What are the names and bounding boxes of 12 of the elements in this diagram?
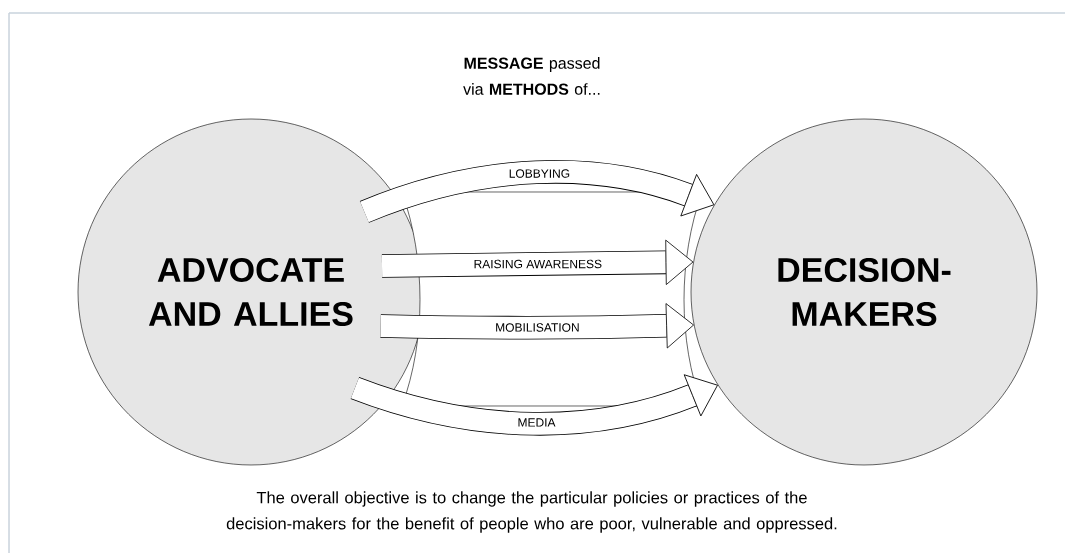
caption: The overall objective is to change the particular policies or practices of the decision-makers for the benefit of people who are poor, vulnerable and oppressed. [226, 491, 837, 533]
edge-label: RAISING AWARENESS [474, 259, 602, 269]
circle-node: ADVOCATE AND ALLIES [77, 118, 425, 466]
block-arrow [380, 303, 694, 349]
heading: MESSAGE passed via METHODS of... [463, 57, 600, 95]
block-arrow [350, 374, 718, 436]
block-arrow [360, 160, 715, 223]
edge-label: LOBBYING [509, 169, 570, 178]
edge-label: MOBILISATION [496, 323, 579, 332]
circle-node: DECISION-MAKERS [690, 118, 1038, 466]
edge-label: MEDIA [518, 418, 556, 427]
block-arrow [381, 239, 694, 285]
